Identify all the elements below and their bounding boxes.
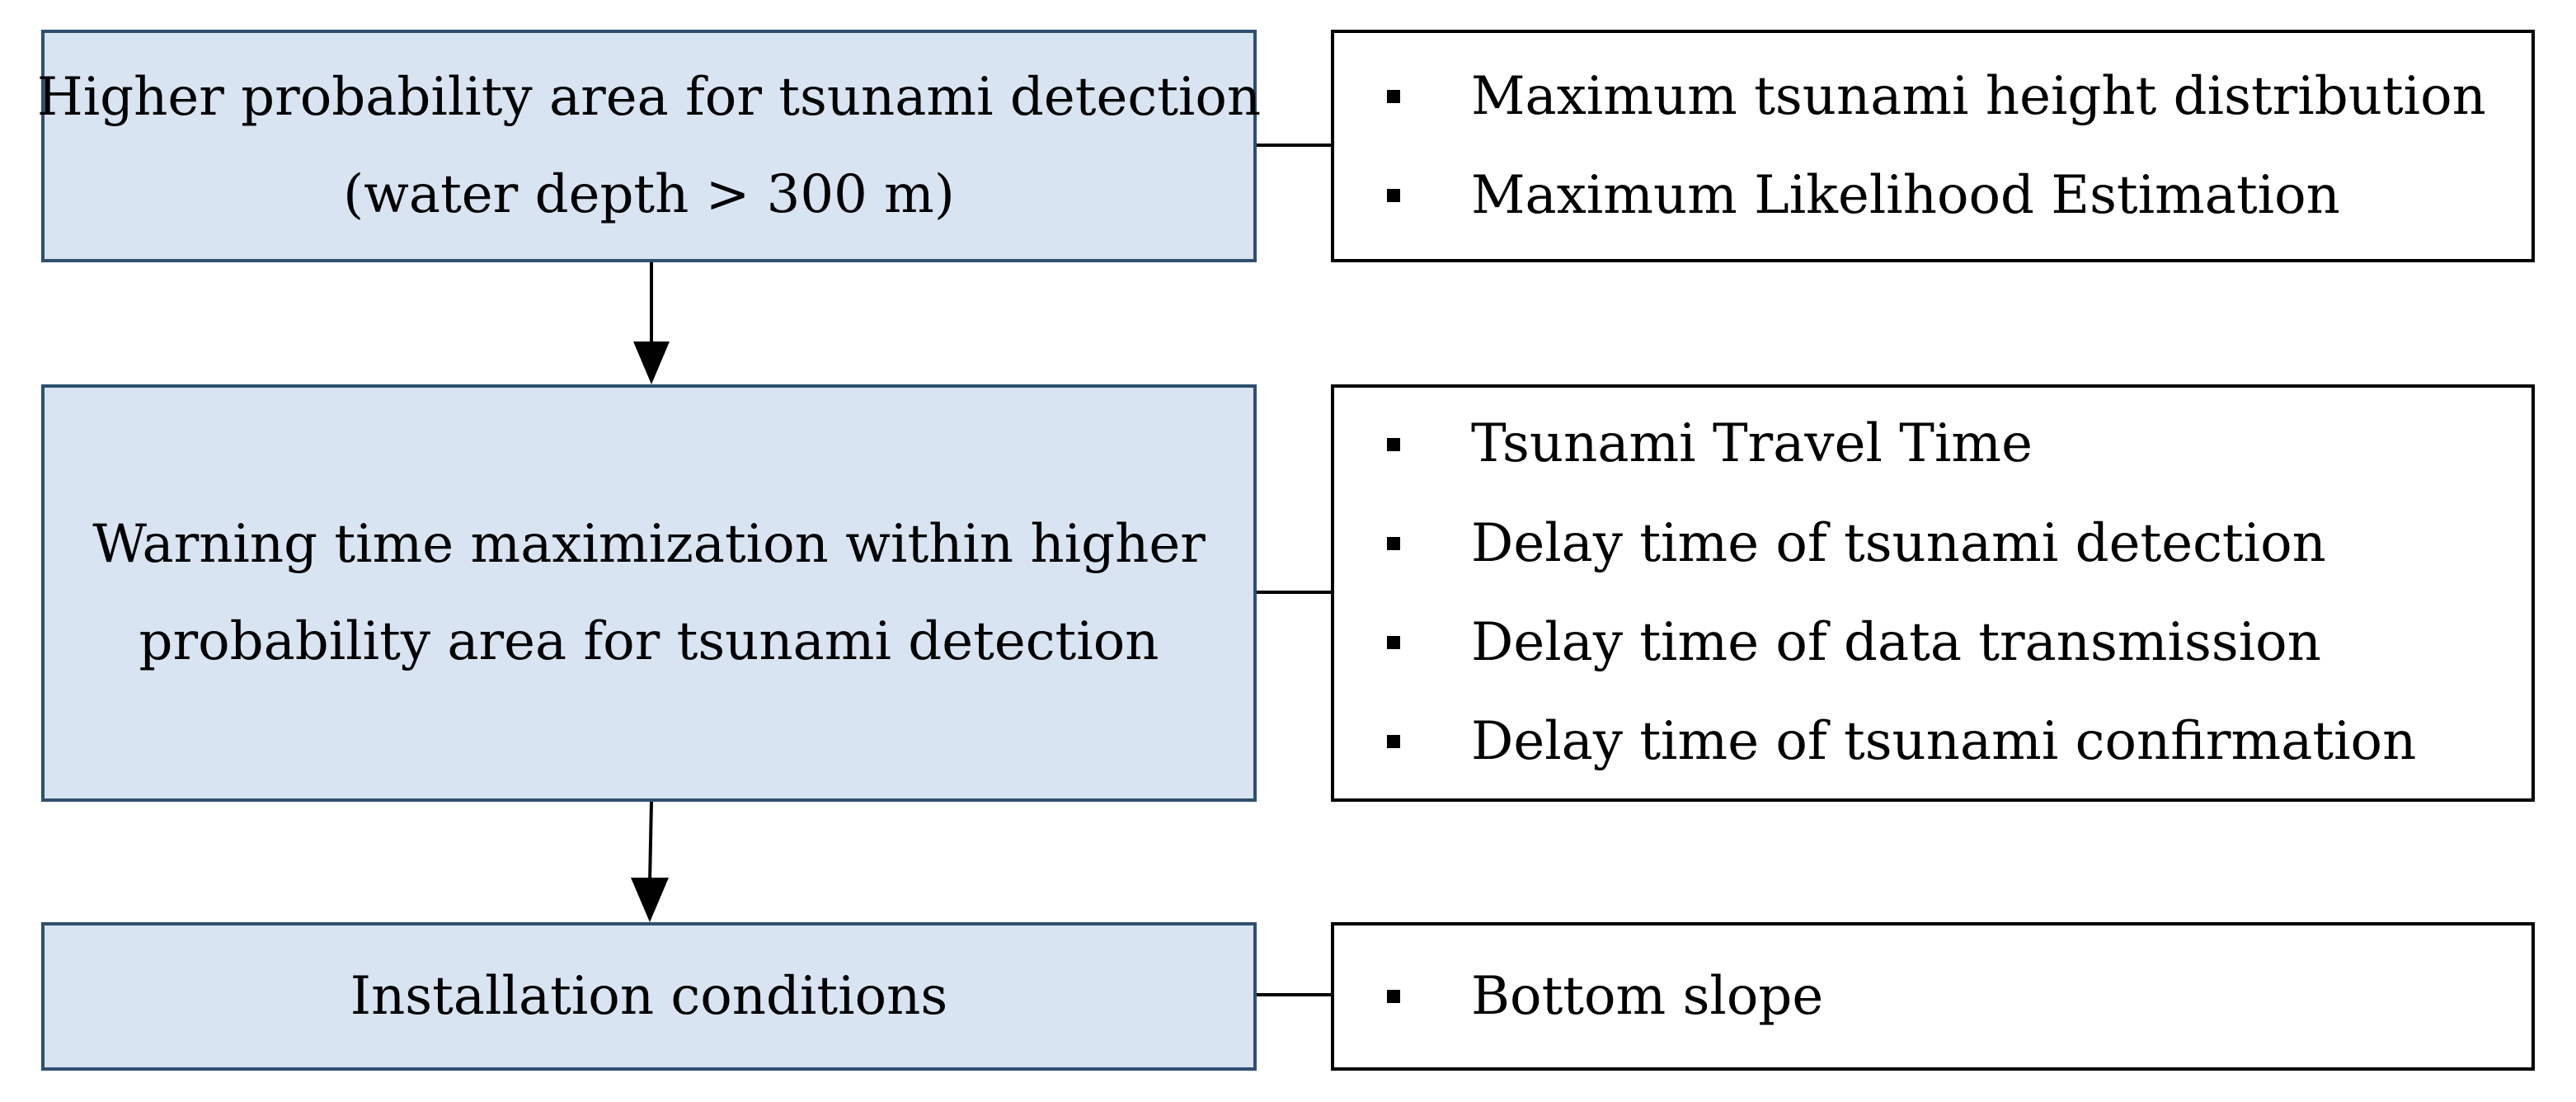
detail-2-item-2-text: Delay time of tsunami detection xyxy=(1471,512,2326,574)
detail-box-2: Tsunami Travel Time Delay time of tsunam… xyxy=(1331,384,2535,802)
step-1-line-2: (water depth > 300 m) xyxy=(343,164,955,225)
detail-1-item-1-text: Maximum tsunami height distribution xyxy=(1471,65,2486,127)
detail-3-item-1: Bottom slope xyxy=(1387,947,2531,1046)
detail-2-item-3-text: Delay time of data transmission xyxy=(1471,612,2321,673)
bullet-icon xyxy=(1387,636,1400,650)
step-2-line-1: Warning time maximization within higher xyxy=(92,513,1206,575)
bullet-icon xyxy=(1387,189,1400,203)
step-2-line-2: probability area for tsunami detection xyxy=(139,611,1159,672)
step-box-1: Higher probability area for tsunami dete… xyxy=(37,30,1261,262)
arrow-1-head xyxy=(633,341,670,384)
detail-2-item-1-text: Tsunami Travel Time xyxy=(1471,413,2033,475)
bullet-icon xyxy=(1387,437,1400,451)
detail-2-item-1: Tsunami Travel Time xyxy=(1387,394,2531,493)
detail-box-1: Maximum tsunami height distribution Maxi… xyxy=(1331,30,2535,262)
bullet-icon xyxy=(1387,990,1400,1003)
bullet-icon xyxy=(1387,735,1400,749)
detail-box-3: Bottom slope xyxy=(1331,922,2535,1071)
detail-2-item-3: Delay time of data transmission xyxy=(1387,593,2531,692)
bullet-icon xyxy=(1387,89,1400,103)
arrow-2-shaft xyxy=(648,801,653,883)
detail-2-item-2: Delay time of tsunami detection xyxy=(1387,494,2531,593)
detail-3-item-1-text: Bottom slope xyxy=(1471,965,1824,1027)
step-box-3: Installation conditions xyxy=(41,922,1257,1071)
detail-1-item-2: Maximum Likelihood Estimation xyxy=(1387,146,2531,245)
detail-2-item-4: Delay time of tsunami confirmation xyxy=(1387,692,2531,791)
arrow-2-head xyxy=(631,878,669,922)
detail-2-item-4-text: Delay time of tsunami confirmation xyxy=(1471,711,2417,773)
step-3-line-1: Installation conditions xyxy=(350,965,948,1027)
step-1-line-1: Higher probability area for tsunami dete… xyxy=(36,66,1262,128)
detail-1-item-1: Maximum tsunami height distribution xyxy=(1387,47,2531,146)
step-box-2: Warning time maximization within higher … xyxy=(41,384,1257,802)
detail-1-item-2-text: Maximum Likelihood Estimation xyxy=(1471,165,2340,226)
bullet-icon xyxy=(1387,536,1400,550)
